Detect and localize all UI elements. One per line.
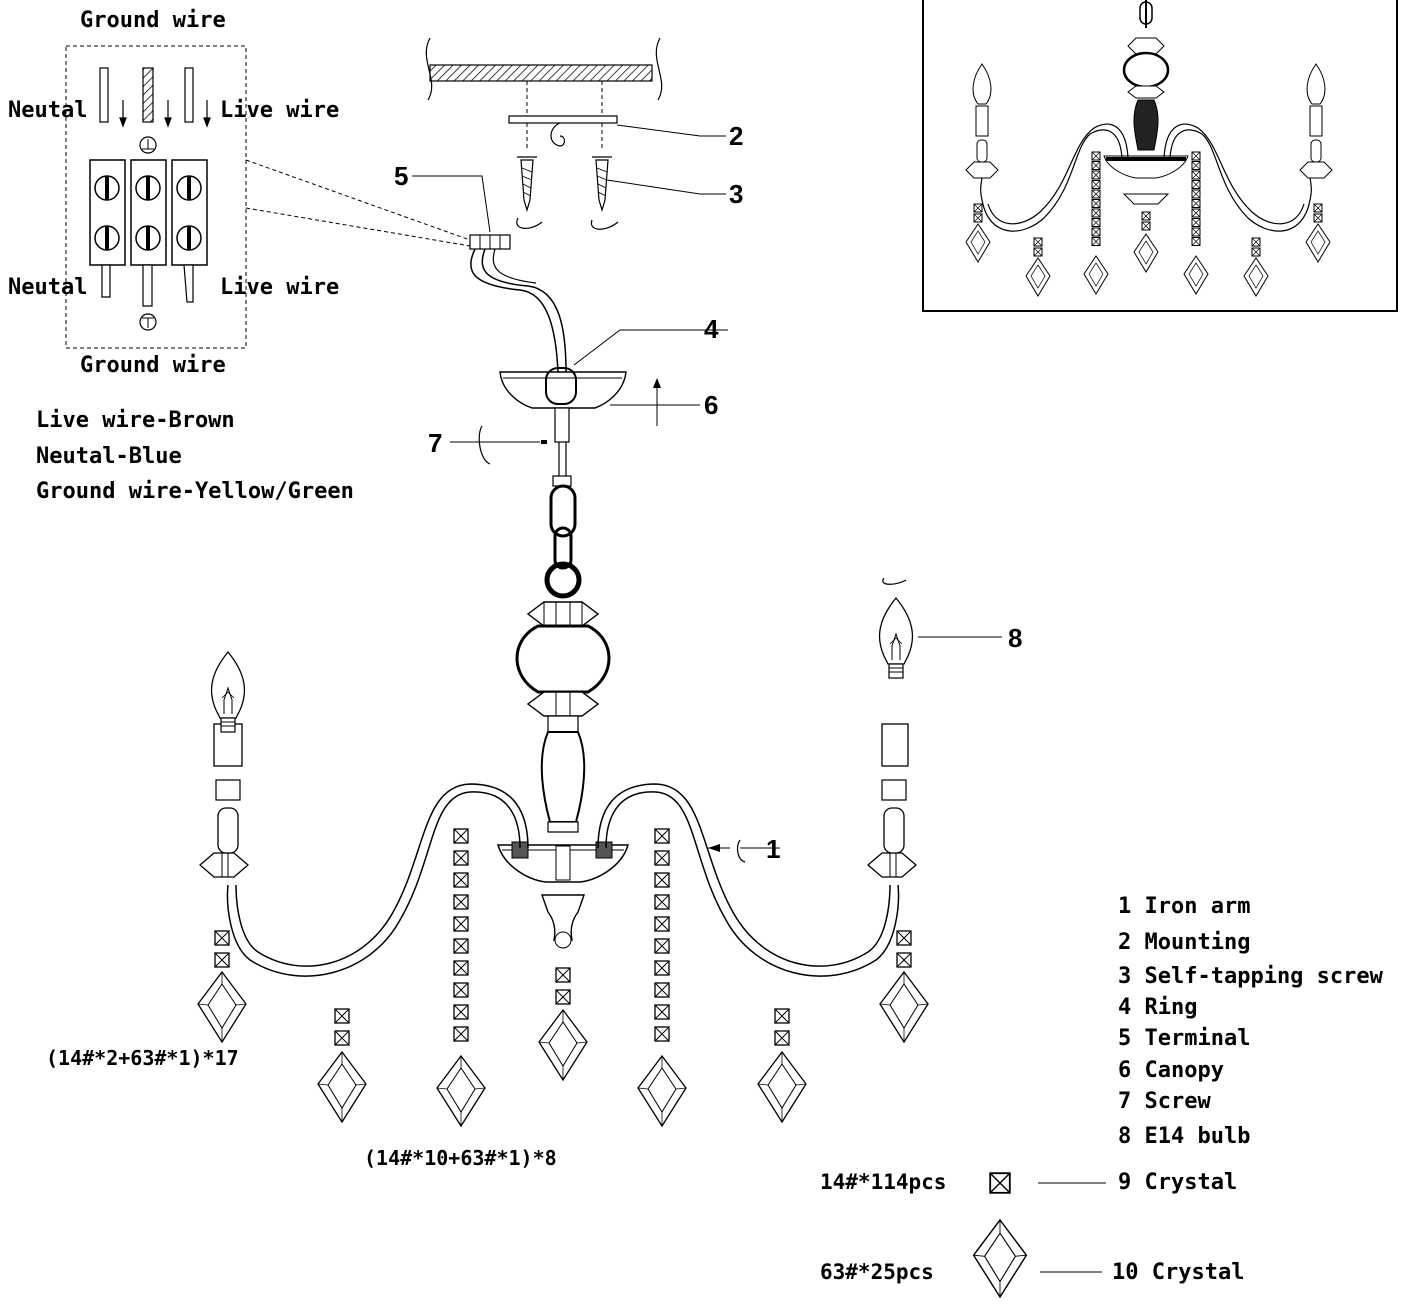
live-wire-label-top: Live wire (220, 98, 340, 123)
ground-wire-label-bottom: Ground wire (80, 353, 226, 378)
legend-item: 2 Mounting (1118, 930, 1251, 955)
callout-3: 3 (729, 179, 744, 209)
wire-color-ground: Ground wire-Yellow/Green (36, 479, 354, 504)
diamond-crystal-icon (974, 1220, 1026, 1298)
crystal-9-quantity: 14#*114pcs (820, 1170, 947, 1194)
legend-item: 7 Screw (1118, 1089, 1211, 1114)
crystal-10-quantity: 63#*25pcs (820, 1260, 934, 1284)
strand-center-quantity: (14#*10+63#*1)*8 (364, 1146, 557, 1170)
callout-6: 6 (704, 390, 719, 420)
neutal-label-top: Neutal (8, 98, 88, 123)
live-wire-label-bottom: Live wire (220, 275, 340, 300)
crystal-9-label: 9 Crystal (1118, 1170, 1238, 1195)
assembled-chandelier-inset (922, 0, 1398, 312)
wire-color-live: Live wire-Brown (36, 408, 235, 433)
callout-2: 2 (729, 121, 744, 151)
legend-item: 3 Self-tapping screw (1118, 964, 1383, 989)
legend-item: 6 Canopy (1118, 1058, 1224, 1083)
callout-8: 8 (1008, 623, 1023, 653)
legend-item: 1 Iron arm (1118, 894, 1251, 919)
ground-wire-label-top: Ground wire (80, 8, 226, 33)
strand-left-quantity: (14#*2+63#*1)*17 (46, 1046, 239, 1070)
callout-5: 5 (394, 161, 409, 191)
wire-color-neutal: Neutal-Blue (36, 444, 182, 469)
neutal-label-bottom: Neutal (8, 275, 88, 300)
callout-1: 1 (766, 834, 781, 864)
callout-4: 4 (704, 314, 719, 344)
legend-item: 8 E14 bulb (1118, 1124, 1251, 1149)
square-crystal-icon (986, 1169, 1014, 1197)
legend-item: 5 Terminal (1118, 1026, 1251, 1051)
crystal-10-label: 10 Crystal (1112, 1260, 1245, 1285)
legend-item: 4 Ring (1118, 995, 1198, 1020)
callout-7: 7 (428, 428, 443, 458)
